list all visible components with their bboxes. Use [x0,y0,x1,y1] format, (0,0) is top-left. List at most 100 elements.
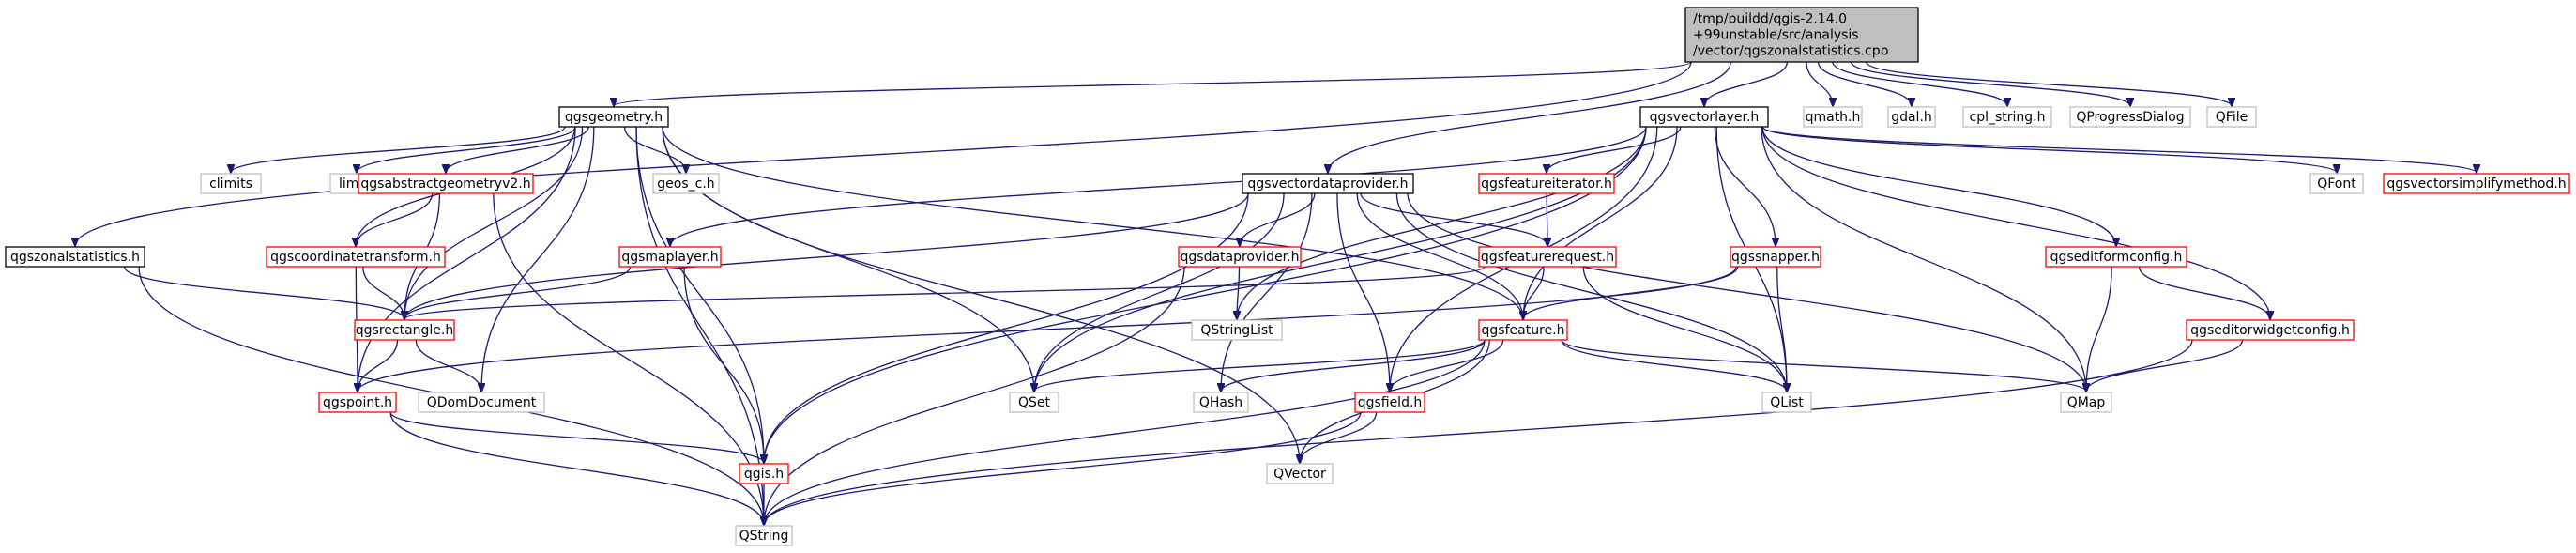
node-box-qgsvectorsimplifymethod [2383,173,2570,194]
edge-qgsvectorlayer-to-qgsmaplayer [670,126,1647,246]
node-qgsvectordataprovider[interactable]: qgsvectordataprovider.h [1242,173,1414,194]
node-QMap: QMap [2060,392,2112,413]
node-label-QProgressDialog: QProgressDialog [2076,110,2184,125]
node-climits: climits [200,173,262,194]
edge-qgsvectorlayer-to-qgsfeature [1523,126,1678,319]
node-box-gdal [1887,106,1936,128]
node-box-qgsgeometry [558,106,669,128]
node-label-root: /tmp/buildd/qgis-2.14.0 [1693,12,1847,27]
node-box-qgsrectangle [354,319,455,341]
edge-qgsgeometry-to-qgsrectangle [404,126,584,319]
edge-qgseditorwidgetconfig-to-QString [764,339,2193,525]
node-qmath: qmath.h [1803,106,1863,128]
node-box-qgsdataprovider [1178,246,1302,268]
node-label-qgszonalstatistics: qgszonalstatistics.h [10,250,140,265]
edge-qgseditformconfig-to-QMap [2086,266,2112,392]
edge-qgscoordinatetransform-to-qgsrectangle [362,266,404,319]
edge-root-to-qgsgeometry [614,61,1692,106]
node-qgsfield[interactable]: qgsfield.h [1354,392,1425,413]
edge-qgsvectorlayer-to-qgseditorwidgetconfig [1761,126,2270,319]
node-box-qgsfeatureiterator [1478,173,1615,194]
node-qgsfeature[interactable]: qgsfeature.h [1478,319,1568,341]
edge-qgsvectordataprovider-to-qgis [764,192,1249,463]
node-qgsvectorsimplifymethod[interactable]: qgsvectorsimplifymethod.h [2383,173,2570,194]
node-qgsabstractgeometryv2[interactable]: qgsabstractgeometryv2.h [358,173,534,194]
edge-qgsvectordataprovider-to-qgsfeaturerequest [1360,192,1547,246]
edge-qgssnapper-to-QList [1776,266,1787,392]
node-label-QSet: QSet [1018,395,1051,410]
node-box-QString [735,525,793,546]
edge-qgsfeaturerequest-to-qgsrectangle [404,266,1486,319]
node-geos_c: geos_c.h [652,173,720,194]
node-QFile: QFile [2206,106,2257,128]
node-label-qgis: qgis.h [744,467,784,482]
node-box-qgszonalstatistics [5,246,145,268]
node-box-qgsfeaturerequest [1478,246,1617,268]
edge-qgsvectordataprovider-to-QHash [1221,192,1313,392]
node-QSet: QSet [1009,392,1059,413]
node-qgspoint[interactable]: qgspoint.h [318,392,397,413]
edge-qgsfield-to-QString [764,411,1362,525]
edge-root-to-cpl_string [1832,61,2007,106]
edge-qgsvectorlayer-to-QMap [1761,126,2086,392]
edge-qgsgeometry-to-QString [635,126,764,525]
edge-qgsvectorlayer-to-QStringList [1237,126,1647,319]
node-label-QFont: QFont [2317,177,2356,192]
edge-qgsvectorlayer-to-qgsfeatureiterator [1547,126,1682,173]
node-label-cpl_string: cpl_string.h [1970,110,2046,125]
node-label-qgsmaplayer: qgsmaplayer.h [621,250,718,265]
node-label-QList: QList [1770,395,1804,410]
node-qgscoordinatetransform[interactable]: qgscoordinatetransform.h [266,246,446,268]
node-box-QMap [2060,392,2112,413]
node-label-QHash: QHash [1199,395,1242,410]
edge-qgszonalstatistics-to-qgsrectangle [124,266,404,319]
edge-qgsvectordataprovider-to-QList [1395,192,1787,392]
edge-qgsfeature-to-QList [1561,339,1787,392]
node-qgszonalstatistics[interactable]: qgszonalstatistics.h [5,246,145,268]
node-qgsdataprovider[interactable]: qgsdataprovider.h [1178,246,1302,268]
node-label-qgsfeature: qgsfeature.h [1482,323,1565,338]
edge-qgsfeature-to-QString [764,339,1486,525]
edge-qgsabstractgeometryv2-to-qgscoordinatetransform [356,192,434,246]
node-box-QHash [1193,392,1249,413]
node-QProgressDialog: QProgressDialog [2069,106,2191,128]
node-QString: QString [735,525,793,546]
edge-qgsvectorlayer-to-QFont [1761,126,2337,173]
node-qgseditformconfig[interactable]: qgseditformconfig.h [2045,246,2187,268]
edge-qgsgeometry-to-qgsfeature [662,126,1523,319]
node-box-QProgressDialog [2069,106,2191,128]
node-label-qgscoordinatetransform: qgscoordinatetransform.h [270,250,441,265]
edge-root-to-gdal [1817,61,1912,106]
node-box-qgsmaplayer [618,246,722,268]
edge-qgsfeature-to-qgsfield [1390,339,1504,392]
node-box-cpl_string [1962,106,2052,128]
node-label-geos_c: geos_c.h [657,177,714,192]
node-qgsmaplayer[interactable]: qgsmaplayer.h [618,246,722,268]
edges-layer [75,61,2477,525]
edge-qgsfield-to-QVector [1300,411,1378,463]
edge-qgssnapper-to-qgspoint [358,266,1737,392]
edge-qgsgeometry-to-qgis [635,126,764,463]
node-box-QSet [1009,392,1059,413]
node-qgssnapper[interactable]: qgssnapper.h [1730,246,1821,268]
node-root[interactable]: /tmp/buildd/qgis-2.14.0+99unstable/src/a… [1684,7,1919,63]
edge-qgsgeometry-to-geos_c [623,126,686,173]
node-qgsrectangle[interactable]: qgsrectangle.h [354,319,455,341]
node-qgis[interactable]: qgis.h [739,463,789,484]
node-label-QMap: QMap [2067,395,2106,410]
node-label-qgsvectorsimplifymethod: qgsvectorsimplifymethod.h [2386,177,2566,192]
edge-root-to-qgsvectordataprovider [1328,61,1731,173]
edge-qgseditformconfig-to-qgseditorwidgetconfig [2138,266,2270,319]
edge-qgsvectordataprovider-to-qgsrectangle [404,192,1249,319]
node-qgsgeometry[interactable]: qgsgeometry.h [558,106,669,128]
node-qgsfeaturerequest[interactable]: qgsfeaturerequest.h [1478,246,1617,268]
node-QDomDocument: QDomDocument [418,392,545,413]
node-qgsvectorlayer[interactable]: qgsvectorlayer.h [1639,106,1769,128]
node-qgsfeatureiterator[interactable]: qgsfeatureiterator.h [1478,173,1615,194]
node-gdal: gdal.h [1887,106,1936,128]
node-qgseditorwidgetconfig[interactable]: qgseditorwidgetconfig.h [2186,319,2355,341]
node-label-qgsfield: qgsfield.h [1358,395,1423,410]
node-label-gdal: gdal.h [1891,110,1932,125]
node-label-qgsvectordataprovider: qgsvectordataprovider.h [1247,177,1408,192]
